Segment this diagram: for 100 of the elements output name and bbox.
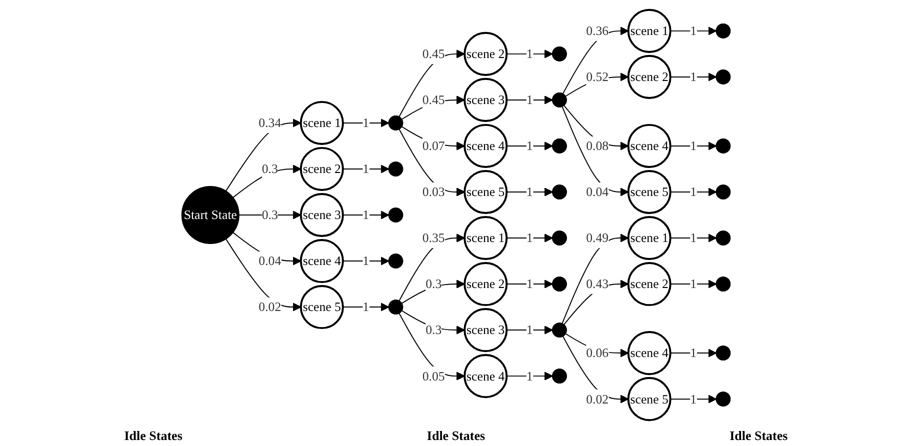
edge-label: 0.3: [426, 322, 442, 338]
node-circle: [464, 170, 508, 214]
arrow: [670, 142, 717, 150]
node-circle: [300, 100, 344, 145]
arrow: [562, 106, 629, 196]
edge-label: 0.3: [426, 276, 442, 292]
edge-label: 1: [526, 46, 533, 62]
edge-label: 0.05: [422, 368, 445, 384]
arrow: [562, 26, 629, 94]
edge-label: 1: [526, 138, 533, 154]
edge-label: 0.03: [422, 184, 445, 200]
arrow: [232, 232, 302, 266]
edge-label: 1: [690, 391, 697, 406]
arrow: [563, 280, 629, 326]
edge-label: 1: [526, 276, 533, 292]
edge-label: 1: [362, 299, 370, 314]
edge-label: 1: [690, 345, 697, 360]
arrow: [398, 128, 465, 196]
arrow: [670, 188, 717, 196]
arrow: [562, 336, 629, 404]
edge-label: 1: [690, 184, 697, 200]
edge-label: 0.34: [258, 115, 282, 130]
arrow: [225, 238, 302, 312]
edge-label: 1: [362, 207, 370, 222]
arrow: [564, 333, 629, 358]
arrow: [398, 50, 465, 118]
node-circle: [181, 186, 240, 244]
node-circle: [627, 8, 672, 53]
node-circle: [464, 216, 508, 260]
arrow: [506, 280, 553, 288]
edge-label: 1: [526, 368, 533, 384]
edge-label: 0.04: [258, 253, 282, 268]
node-circle: [464, 354, 508, 398]
node-circle: [300, 192, 344, 238]
node-circle: [300, 239, 344, 284]
arrow: [238, 210, 302, 220]
edge-label: 0.02: [586, 391, 609, 406]
edge-label: 1: [362, 161, 370, 176]
arrow: [506, 50, 553, 58]
edge-label: 0.02: [258, 299, 282, 314]
arrow: [342, 302, 390, 312]
edge-label: 0.45: [422, 46, 445, 62]
group-caption: Idle States: [426, 428, 486, 444]
arrow: [670, 234, 717, 242]
edge-label: 0.52: [586, 69, 609, 84]
edge-label: 0.08: [586, 138, 609, 154]
arrow: [398, 234, 465, 302]
node-circle: [464, 124, 508, 168]
arrow: [232, 164, 302, 198]
arrow: [670, 26, 717, 36]
edge-label: 1: [526, 184, 533, 200]
edge-label: 0.07: [422, 138, 445, 154]
edge-label: 1: [690, 276, 697, 292]
state-tree-diagram: 0.34 0.3 0.3 0.04 0.02 1 1 1 1 1 0.45 0.45 0.07 0.03 0.35 0.3 0.3 0.05 1 1 1 1 1 1 1 1 0.36 0.52 0.08 0.04 0.49 0.43 0.06 0.02 1 1 1 1 1 1 1 1 Start State scene 1 scene 2 scene 3 scene 4 scene 5 scene 2 scene 3 scene 4 scene 5 scene 1 scene 2 scene 3 scene 4 scene 1 scene 2 scene 4 scene 5 scene 1 scene 2 scene 4 scene 5: [2, 2, 910, 428]
edge-label: 0.3: [262, 161, 278, 176]
edge-label: 1: [526, 92, 533, 108]
arrow: [401, 126, 465, 150]
node-circle: [627, 54, 672, 99]
edge-label: 0.3: [262, 207, 278, 222]
arrow: [670, 72, 717, 82]
arrow: [670, 348, 717, 358]
arrow: [506, 372, 553, 380]
arrow: [562, 234, 629, 324]
arrow: [670, 394, 717, 404]
node-circle: [464, 262, 508, 306]
edge-label: 0.45: [422, 92, 445, 108]
group-caption: Idle States: [730, 428, 788, 444]
edge-label: 0.35: [422, 230, 445, 246]
node-circle: [627, 331, 672, 376]
arrow: [401, 310, 465, 334]
edge-label: 1: [690, 230, 697, 246]
edge-label: 0.36: [586, 23, 609, 38]
arrow: [564, 72, 629, 97]
node-circle: [300, 285, 344, 330]
arrow: [506, 188, 553, 196]
node-circle: [627, 216, 672, 260]
arrow: [342, 118, 390, 128]
edge-label: 0.06: [586, 345, 609, 360]
node-circle: [464, 32, 508, 76]
arrow: [506, 326, 553, 334]
arrow: [506, 96, 553, 104]
arrow: [563, 104, 629, 150]
edge-label: 0.04: [586, 184, 609, 200]
node-circle: [627, 170, 672, 214]
arrow: [342, 164, 390, 174]
arrow: [670, 280, 717, 288]
edge-label: 1: [526, 322, 533, 338]
group-caption: Idle States: [124, 428, 182, 444]
edge-label: 0.49: [586, 230, 609, 246]
arrow: [225, 118, 302, 192]
arrow: [342, 256, 390, 266]
arrow: [401, 280, 465, 304]
edge-label: 1: [690, 69, 697, 84]
edge-label: 0.43: [586, 276, 609, 292]
edge-label: 1: [690, 138, 697, 154]
edge-label: 1: [362, 253, 370, 268]
edge-label: 1: [362, 115, 370, 130]
edge-label: 1: [690, 23, 697, 38]
arrow: [342, 210, 390, 220]
edge-label: 1: [526, 230, 533, 246]
